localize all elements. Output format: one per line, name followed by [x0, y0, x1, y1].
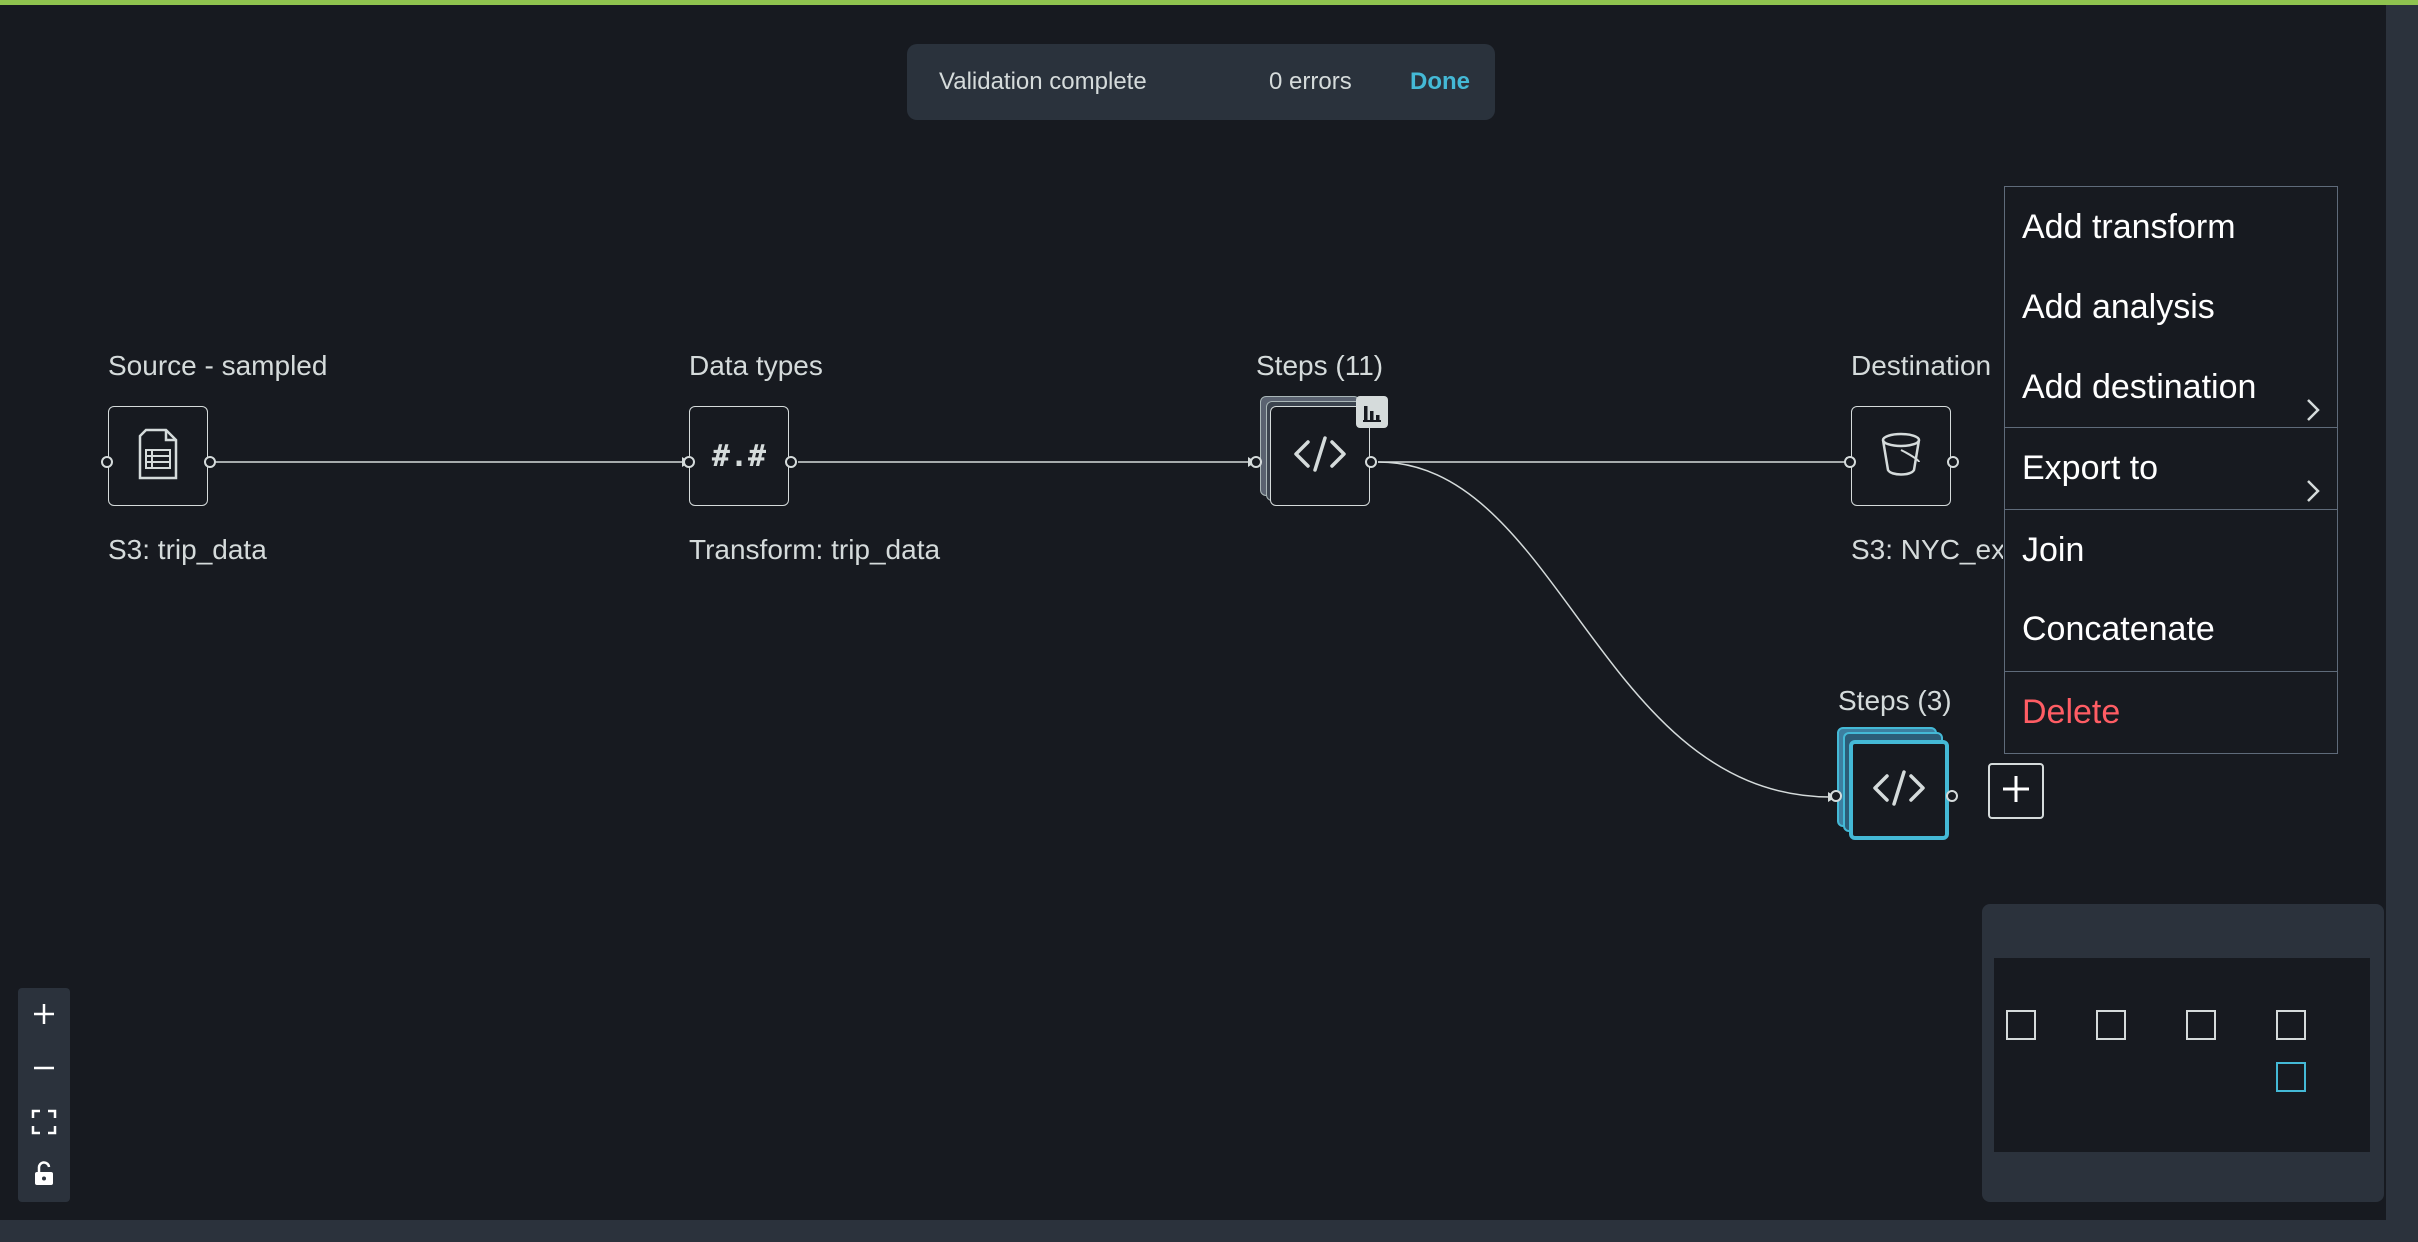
menu-item-label: Delete: [2022, 693, 2121, 731]
datatypes-input-port[interactable]: [683, 456, 695, 468]
add-step-button[interactable]: [1988, 763, 2044, 819]
destination-input-port[interactable]: [1844, 456, 1856, 468]
steps11-node-title: Steps (11): [1256, 350, 1384, 381]
steps3-node[interactable]: [1849, 740, 1949, 840]
source-node[interactable]: [108, 406, 208, 506]
menu-item-export-to[interactable]: Export to: [2005, 427, 2337, 507]
steps3-node-title: Steps (3): [1838, 685, 1952, 716]
minimap-node-datatypes: [2096, 1010, 2126, 1040]
menu-item-label: Export to: [2022, 449, 2159, 487]
toast-title: Validation complete: [939, 68, 1147, 95]
minimap[interactable]: [1982, 904, 2384, 1202]
datatypes-output-port[interactable]: [785, 456, 797, 468]
plus-icon: [2000, 773, 2032, 810]
source-node-title: Source - sampled: [108, 350, 328, 381]
source-node-subtitle: S3: trip_data: [108, 534, 267, 565]
document-table-icon: [136, 428, 180, 485]
minimap-viewport[interactable]: [1994, 958, 2370, 1152]
chevron-right-icon: [2305, 373, 2321, 453]
top-accent-bar: [0, 0, 2418, 5]
code-icon: [1292, 434, 1348, 479]
edge-steps11-steps3: [1377, 461, 1831, 798]
source-output-port[interactable]: [204, 456, 216, 468]
steps3-input-port[interactable]: [1830, 790, 1842, 802]
menu-item-delete[interactable]: Delete: [2005, 671, 2337, 751]
menu-item-label: Add destination: [2022, 368, 2257, 406]
steps11-node[interactable]: [1270, 406, 1370, 506]
zoom-out-icon[interactable]: [24, 1048, 64, 1088]
destination-node[interactable]: [1851, 406, 1951, 506]
minimap-node-steps3: [2276, 1062, 2306, 1092]
lock-icon[interactable]: [24, 1154, 64, 1194]
zoom-controls: [18, 988, 70, 1202]
menu-item-add-transform[interactable]: Add transform: [2005, 187, 2337, 267]
toast-done-button[interactable]: Done: [1410, 68, 1470, 95]
menu-item-label: Add analysis: [2022, 288, 2215, 326]
steps3-output-port[interactable]: [1946, 790, 1958, 802]
steps11-input-port[interactable]: [1250, 456, 1262, 468]
steps11-output-port[interactable]: [1365, 456, 1377, 468]
menu-item-add-analysis[interactable]: Add analysis: [2005, 267, 2337, 347]
menu-item-label: Add transform: [2022, 208, 2236, 246]
destination-output-port[interactable]: [1947, 456, 1959, 468]
chevron-right-icon: [2305, 454, 2321, 534]
vertical-scrollbar[interactable]: [2386, 5, 2418, 1242]
destination-node-subtitle: S3: NYC_exp: [1851, 534, 2003, 565]
minimap-node-destination: [2276, 1010, 2306, 1040]
destination-node-title: Destination: [1851, 350, 1992, 381]
minimap-node-source: [2006, 1010, 2036, 1040]
menu-item-label: Concatenate: [2022, 610, 2215, 648]
data-types-icon: #.#: [711, 438, 767, 474]
node-context-menu: Add transform Add analysis Add destinati…: [2004, 186, 2338, 754]
code-icon: [1871, 768, 1927, 813]
zoom-in-icon[interactable]: [24, 994, 64, 1034]
toast-error-count: 0 errors: [1269, 68, 1352, 95]
source-input-port[interactable]: [101, 456, 113, 468]
datatypes-node-subtitle: Transform: trip_data: [689, 534, 941, 565]
fit-view-icon[interactable]: [24, 1102, 64, 1142]
bar-chart-icon[interactable]: [1356, 396, 1388, 428]
datatypes-node-title: Data types: [689, 350, 823, 381]
menu-item-add-destination[interactable]: Add destination: [2005, 347, 2337, 427]
bucket-icon: [1879, 430, 1923, 483]
validation-toast: Validation complete 0 errors Done: [907, 44, 1495, 120]
datatypes-node[interactable]: #.#: [689, 406, 789, 506]
minimap-node-steps11: [2186, 1010, 2216, 1040]
menu-item-join[interactable]: Join: [2005, 509, 2337, 589]
horizontal-scrollbar[interactable]: [0, 1220, 2386, 1242]
menu-item-concatenate[interactable]: Concatenate: [2005, 589, 2337, 669]
menu-item-label: Join: [2022, 531, 2085, 569]
